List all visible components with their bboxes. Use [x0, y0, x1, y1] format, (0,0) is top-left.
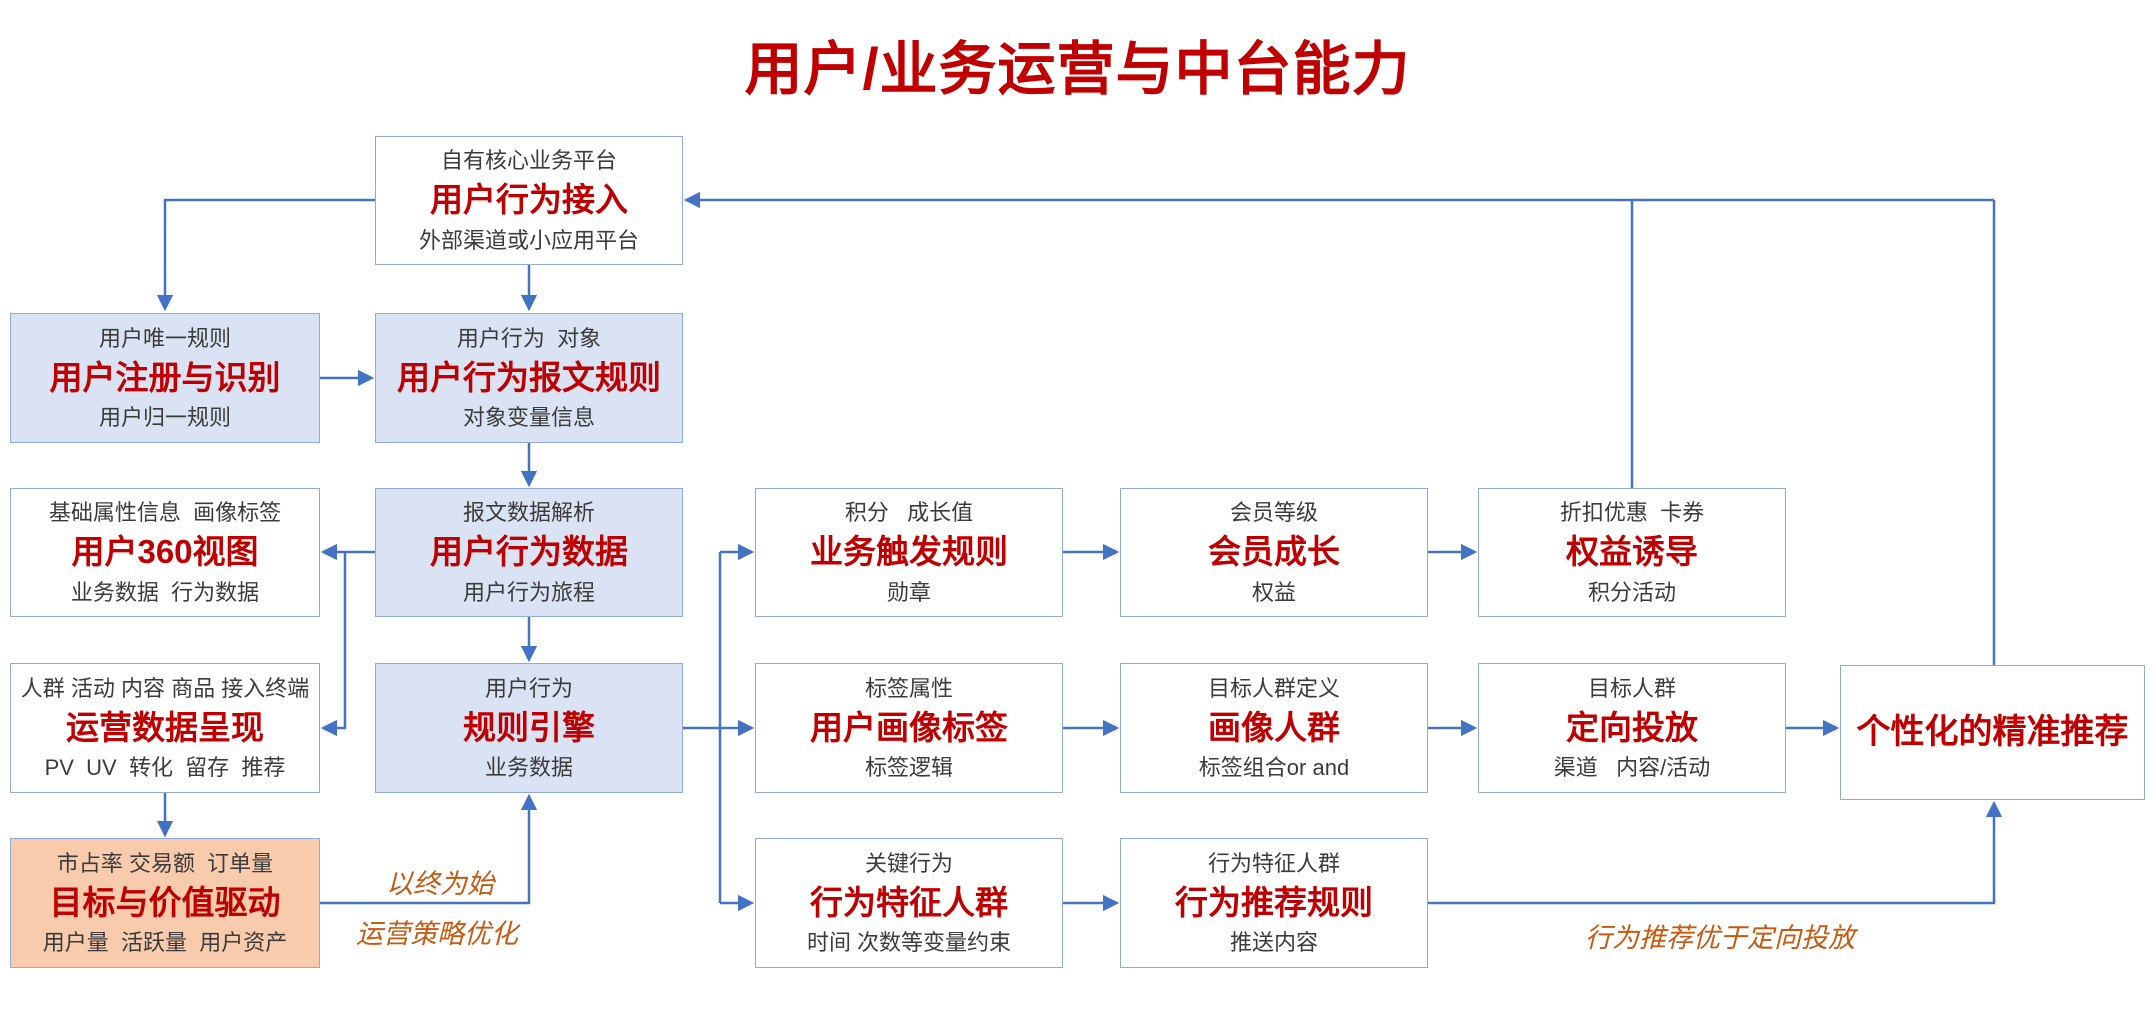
box-subtitle-bottom: 用户归一规则 [98, 405, 231, 431]
box-title: 用户行为数据 [430, 533, 628, 571]
box-subtitle-bottom: PV UV 转化 留存 推荐 [44, 755, 286, 781]
box-subtitle-top: 目标人群定义 [1207, 675, 1340, 701]
diagram-title: 用户/业务运营与中台能力 [744, 37, 1411, 102]
box-subtitle-bottom: 权益 [1251, 579, 1296, 605]
box-user-register-identify: 用户唯一规则 用户注册与识别 用户归一规则 [10, 313, 320, 443]
box-title: 业务触发规则 [810, 533, 1008, 571]
box-user-persona-tag: 标签属性 用户画像标签 标签逻辑 [755, 663, 1063, 793]
box-subtitle-bottom: 标签组合or and [1198, 755, 1350, 781]
box-title: 用户画像标签 [810, 708, 1008, 746]
box-subtitle-bottom: 时间 次数等变量约束 [806, 930, 1012, 956]
box-subtitle-top: 市占率 交易额 订单量 [56, 850, 274, 876]
box-title: 行为特征人群 [810, 883, 1008, 921]
box-user-behavior-data: 报文数据解析 用户行为数据 用户行为旅程 [375, 488, 683, 617]
box-behavior-feature-crowd: 关键行为 行为特征人群 时间 次数等变量约束 [755, 838, 1063, 968]
box-title: 用户360视图 [71, 533, 259, 571]
box-user-behavior-access: 自有核心业务平台 用户行为接入 外部渠道或小应用平台 [375, 136, 683, 265]
box-subtitle-top: 折扣优惠 卡券 [1559, 500, 1705, 526]
box-subtitle-top: 会员等级 [1229, 500, 1318, 526]
box-title: 权益诱导 [1566, 533, 1698, 571]
box-title: 行为推荐规则 [1175, 883, 1373, 921]
box-biz-trigger-rule: 积分 成长值 业务触发规则 勋章 [755, 488, 1063, 617]
box-subtitle-bottom: 业务数据 [484, 755, 573, 781]
box-subtitle-top: 目标人群 [1587, 675, 1676, 701]
box-subtitle-top: 自有核心业务平台 [440, 148, 617, 174]
box-benefit-induce: 折扣优惠 卡券 权益诱导 积分活动 [1478, 488, 1786, 617]
box-subtitle-bottom: 渠道 内容/活动 [1553, 755, 1711, 781]
annotation-behavior-over-targeted: 行为推荐优于定向投放 [1585, 923, 1855, 953]
box-subtitle-bottom: 推送内容 [1229, 930, 1318, 956]
box-rule-engine: 用户行为 规则引擎 业务数据 [375, 663, 683, 793]
box-subtitle-top: 关键行为 [864, 850, 953, 876]
box-subtitle-bottom: 业务数据 行为数据 [70, 579, 260, 605]
box-subtitle-bottom: 勋章 [886, 579, 931, 605]
box-title: 定向投放 [1566, 708, 1698, 746]
box-subtitle-top: 积分 成长值 [844, 500, 974, 526]
box-subtitle-bottom: 标签逻辑 [864, 755, 953, 781]
annotation-ops-strategy-optimize: 运营策略优化 [356, 919, 518, 949]
box-title: 用户注册与识别 [49, 358, 281, 396]
box-goal-value-driven: 市占率 交易额 订单量 目标与价值驱动 用户量 活跃量 用户资产 [10, 838, 320, 968]
box-behavior-reco-rule: 行为特征人群 行为推荐规则 推送内容 [1120, 838, 1428, 968]
box-subtitle-top: 基础属性信息 画像标签 [48, 500, 282, 526]
box-subtitle-top: 用户行为 对象 [456, 325, 602, 351]
box-subtitle-top: 用户行为 [484, 675, 573, 701]
box-title: 规则引擎 [463, 708, 595, 746]
box-title: 用户行为接入 [430, 181, 628, 219]
box-subtitle-top: 标签属性 [864, 675, 953, 701]
box-title: 个性化的精准推荐 [1856, 712, 2129, 751]
box-ops-data-display: 人群 活动 内容 商品 接入终端 运营数据呈现 PV UV 转化 留存 推荐 [10, 663, 320, 793]
box-subtitle-top: 人群 活动 内容 商品 接入终端 [20, 675, 310, 701]
box-subtitle-bottom: 用户行为旅程 [462, 579, 595, 605]
box-personalized-recommendation: 个性化的精准推荐 [1840, 665, 2145, 800]
box-title: 目标与价值驱动 [49, 883, 281, 921]
annotation-start-with-end: 以终为始 [386, 869, 494, 899]
box-title: 运营数据呈现 [66, 708, 264, 746]
box-user-360-view: 基础属性信息 画像标签 用户360视图 业务数据 行为数据 [10, 488, 320, 617]
box-subtitle-top: 行为特征人群 [1207, 850, 1340, 876]
box-title: 用户行为报文规则 [397, 358, 661, 396]
box-subtitle-bottom: 外部渠道或小应用平台 [418, 227, 639, 253]
box-title: 画像人群 [1208, 708, 1340, 746]
box-subtitle-top: 报文数据解析 [462, 500, 595, 526]
box-targeted-delivery: 目标人群 定向投放 渠道 内容/活动 [1478, 663, 1786, 793]
box-subtitle-bottom: 用户量 活跃量 用户资产 [42, 930, 288, 956]
box-persona-crowd: 目标人群定义 画像人群 标签组合or and [1120, 663, 1428, 793]
box-subtitle-bottom: 对象变量信息 [462, 405, 595, 431]
box-title: 会员成长 [1208, 533, 1340, 571]
box-subtitle-bottom: 积分活动 [1587, 579, 1676, 605]
box-member-growth: 会员等级 会员成长 权益 [1120, 488, 1428, 617]
box-behavior-message-rule: 用户行为 对象 用户行为报文规则 对象变量信息 [375, 313, 683, 443]
box-subtitle-top: 用户唯一规则 [98, 325, 231, 351]
